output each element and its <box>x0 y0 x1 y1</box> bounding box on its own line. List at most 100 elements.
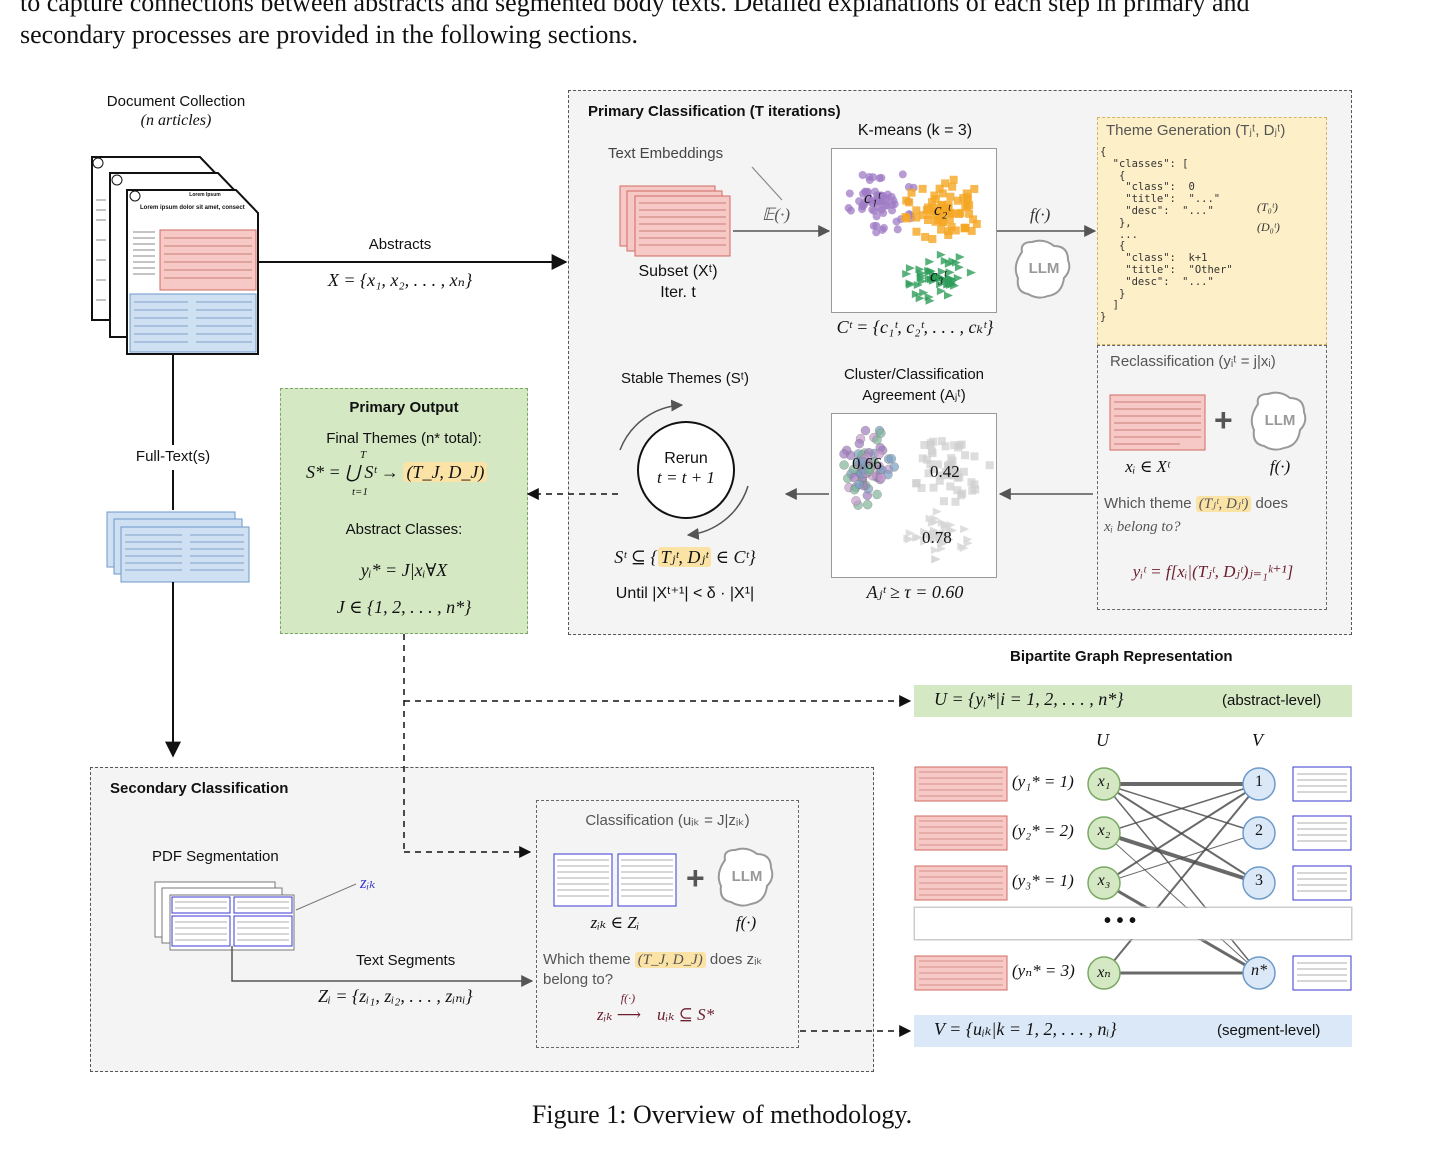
left-node-label: x₂ <box>1097 822 1111 839</box>
json-line: }, <box>1100 216 1132 229</box>
agreement-cluster-2-point <box>959 467 968 476</box>
which-theme-does: does <box>1255 495 1289 512</box>
agreement-cluster-3-point <box>960 525 970 534</box>
zik-label: zᵢₖ <box>360 873 376 892</box>
u-head: U <box>1096 730 1109 750</box>
text-embeddings-label: Text Embeddings <box>608 145 724 162</box>
right-node-doc <box>1292 766 1352 802</box>
agreement-cluster-2-point <box>937 437 946 446</box>
agreement-cluster-2-point <box>947 454 956 463</box>
left-node-class: (y₂* = 2) <box>1012 821 1074 840</box>
cluster-1-point <box>872 228 881 237</box>
right-node-doc <box>1292 815 1352 851</box>
agreement-cluster-2-point <box>918 454 927 463</box>
agreement-cluster-2-point <box>970 452 979 461</box>
agreement-cluster-2-point <box>929 483 938 492</box>
agreement-cluster-2-point <box>929 465 938 474</box>
agreement-value-3: 0.78 <box>922 528 952 547</box>
cluster-3-point <box>924 266 934 275</box>
theme-generation-title: Theme Generation (Tⱼᵗ, Dⱼᵗ) <box>1106 122 1286 139</box>
agreement-cluster-1-point <box>858 456 868 467</box>
agreement-cluster-3-point <box>939 538 949 547</box>
primary-output-box <box>280 388 528 634</box>
agreement-value-2: 0.42 <box>930 462 960 481</box>
v-level-label: (segment-level) <box>1217 1022 1321 1039</box>
agreement-cluster-2-point <box>951 497 960 506</box>
subset-docs-graphic <box>619 185 731 257</box>
agreement-cluster-3-point <box>903 534 913 543</box>
doc-page-header: Lorem Ipsum <box>189 192 221 198</box>
agreement-cluster-2-point <box>937 471 946 480</box>
cluster-1-point <box>888 200 897 209</box>
right-node-label: 1 <box>1255 773 1263 790</box>
json-line: "title": "Other" <box>1100 263 1233 276</box>
agreement-cluster-2-point <box>968 486 977 495</box>
right-node-doc <box>1292 865 1352 901</box>
cluster-2-point <box>953 196 962 205</box>
cluster-2-point <box>938 217 947 226</box>
agreement-cluster-2-point <box>912 479 921 488</box>
which-theme-highlight: (Tⱼᵗ, Dⱼᵗ) <box>1195 496 1252 512</box>
cluster-3-point <box>940 275 950 284</box>
agreement-cluster-2-point <box>939 497 948 506</box>
agreement-cluster-1-point <box>849 472 859 483</box>
agreement-cluster-2-point <box>953 473 962 482</box>
agreement-cluster-3-point <box>963 539 973 548</box>
bipartite-title: Bipartite Graph Representation <box>1010 648 1233 665</box>
cluster-2-point <box>956 208 965 217</box>
agreement-cluster-3-point <box>931 555 941 564</box>
until-formula: Until |Xᵗ⁺¹| < δ · |X¹| <box>615 585 755 602</box>
agreement-cluster-1-point <box>872 489 882 500</box>
json-line: { <box>1100 146 1107 158</box>
agreement-cluster-3-point <box>937 518 947 527</box>
secondary-arrow-right: uᵢₖ ⊆ S* <box>657 1005 715 1024</box>
yi-formula: yᵢ* = J|xᵢ∀X <box>360 560 448 580</box>
document-collection-count: (n articles) <box>140 112 212 129</box>
agreement-cluster-1-point <box>889 462 900 472</box>
zik-in-zi: zᵢₖ ∈ Zᵢ <box>590 913 640 932</box>
cluster-1-point <box>879 224 888 233</box>
cluster-2-point <box>919 211 928 220</box>
rerun-label: Rerun <box>664 450 708 467</box>
theme-generation-box <box>1097 117 1327 345</box>
agreement-cluster-2-point <box>970 480 979 489</box>
agreement-cluster-3-point <box>959 544 969 553</box>
cluster-3-point <box>940 256 950 265</box>
cluster-2-point <box>947 223 956 232</box>
secondary-title: Secondary Classification <box>110 780 289 797</box>
agreement-cluster-2-point <box>935 476 944 485</box>
cluster-2-point <box>935 184 944 193</box>
cluster-1-point <box>893 225 902 234</box>
left-node-class: (y₁* = 1) <box>1012 772 1074 791</box>
cluster-2-point <box>967 226 976 235</box>
cluster-1-point <box>877 205 886 214</box>
agreement-cluster-1-point <box>839 449 849 459</box>
xi-in-xt: xᵢ ∈ Xᵗ <box>1125 457 1170 476</box>
secondary-which-question-2: belong to? <box>543 971 614 988</box>
cluster-2-point <box>924 216 933 225</box>
cluster-3-point <box>966 268 976 277</box>
cluster-2-point <box>926 210 935 219</box>
cluster-1-point <box>875 174 884 183</box>
agreement-cluster-1-point <box>854 438 865 449</box>
v-set-bar <box>914 1015 1352 1047</box>
left-node <box>1087 767 1121 801</box>
cluster-3-point <box>905 264 915 273</box>
cluster-3-point <box>905 279 915 288</box>
bipartite-graph <box>913 766 1353 991</box>
right-node <box>1242 767 1276 801</box>
right-node-label: n* <box>1251 962 1267 979</box>
right-node-label: 2 <box>1255 822 1263 839</box>
intro-line-1: to capture connections between abstracts… <box>20 0 1250 17</box>
agreement-cluster-3-point <box>927 518 937 527</box>
cluster-2-point <box>972 219 981 228</box>
cluster-2-point <box>922 205 931 214</box>
union-formula-text: S* = ⋃ Sᵗ → <box>306 462 399 482</box>
llm-label-secondary: LLM <box>731 868 763 885</box>
cluster-2-point <box>941 205 950 214</box>
u-level-label: (abstract-level) <box>1222 692 1322 709</box>
agreement-cluster-1-point <box>860 425 871 436</box>
json-line: { <box>1100 240 1126 253</box>
cluster-2-point <box>907 188 916 197</box>
